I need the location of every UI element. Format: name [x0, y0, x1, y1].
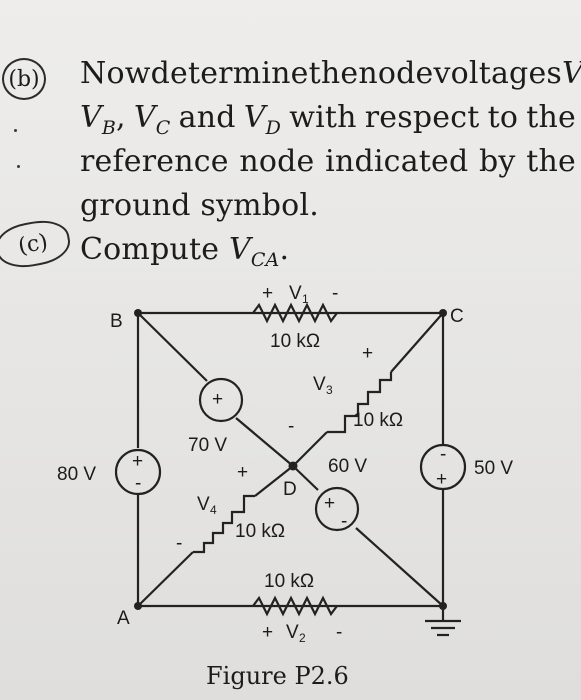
wire-r4-to-d [254, 465, 294, 497]
wire-b-to-70v [137, 312, 208, 382]
v3-plus: + [362, 343, 373, 364]
margin-dot [17, 165, 20, 168]
v1-sub: 1 [302, 292, 309, 306]
node-b-dot [134, 309, 142, 317]
source-60v-plus: + [324, 493, 335, 514]
figure-caption: Figure P2.6 [206, 662, 349, 690]
v2-minus: - [336, 622, 342, 643]
v3-minus: - [288, 416, 294, 437]
node-c-dot [439, 309, 447, 317]
v1-name: V [289, 283, 302, 304]
source-60v [314, 486, 360, 532]
wire-d-to-r3 [292, 431, 328, 467]
v2-plus: + [262, 622, 273, 643]
v4-sub: 4 [210, 503, 217, 517]
v4-name: V [197, 494, 210, 515]
r3-label: 10 kΩ [353, 410, 403, 431]
source-60v-minus: - [341, 511, 347, 532]
source-50v-plus: + [436, 469, 447, 490]
wire-a-to-r4 [137, 551, 194, 607]
v4-plus: + [237, 462, 248, 483]
wire-d-to-60v [292, 465, 319, 491]
question-line-4: ground symbol. [80, 188, 319, 223]
source-60v-label: 60 V [328, 456, 367, 477]
v3-name: V [313, 374, 326, 395]
wire-r3-to-c [390, 312, 444, 373]
node-label-a: A [117, 608, 130, 629]
question-line-2: VB, VC and VD with respect to the [80, 100, 576, 139]
resistor-r2 [252, 595, 338, 617]
source-80v-label: 80 V [57, 464, 96, 485]
v1-minus: - [332, 283, 338, 304]
source-50v-label: 50 V [474, 458, 513, 479]
node-d-dot [288, 461, 298, 471]
node-label-d: D [283, 479, 297, 500]
r2-label: 10 kΩ [264, 571, 314, 592]
r1-label: 10 kΩ [270, 331, 320, 352]
source-80v-plus: + [132, 451, 143, 472]
question-line-3: reference node indicated by the [80, 144, 576, 179]
wire-70v-to-d [235, 417, 294, 467]
margin-dot [14, 129, 17, 132]
source-80v [114, 448, 162, 496]
source-50v [419, 443, 467, 491]
source-50v-minus: - [440, 444, 446, 465]
node-label-c: C [450, 306, 464, 327]
v3-sub: 3 [326, 383, 333, 397]
wire-60v-to-ground [355, 527, 444, 607]
question-line-1: Now determine the node voltages VA, [80, 56, 581, 91]
part-b-marker: (b) [2, 58, 46, 100]
r4-label: 10 kΩ [235, 521, 285, 542]
v2-name: V [286, 622, 299, 643]
resistor-r1 [252, 302, 338, 324]
node-label-b: B [110, 311, 123, 332]
v1-plus: + [262, 283, 273, 304]
source-70v-label: 70 V [188, 435, 227, 456]
question-text: Now determine the node voltages VA, VB, … [80, 52, 581, 272]
source-80v-minus: - [135, 473, 141, 494]
question-line-5: Compute VCA. [80, 232, 290, 271]
v4-minus: - [176, 533, 182, 554]
source-70v [198, 377, 244, 423]
resistor-r4 [193, 494, 255, 554]
v2-sub: 2 [299, 631, 306, 645]
resistor-r3 [327, 372, 393, 434]
source-70v-plus: + [212, 389, 223, 410]
node-a-dot [134, 602, 142, 610]
